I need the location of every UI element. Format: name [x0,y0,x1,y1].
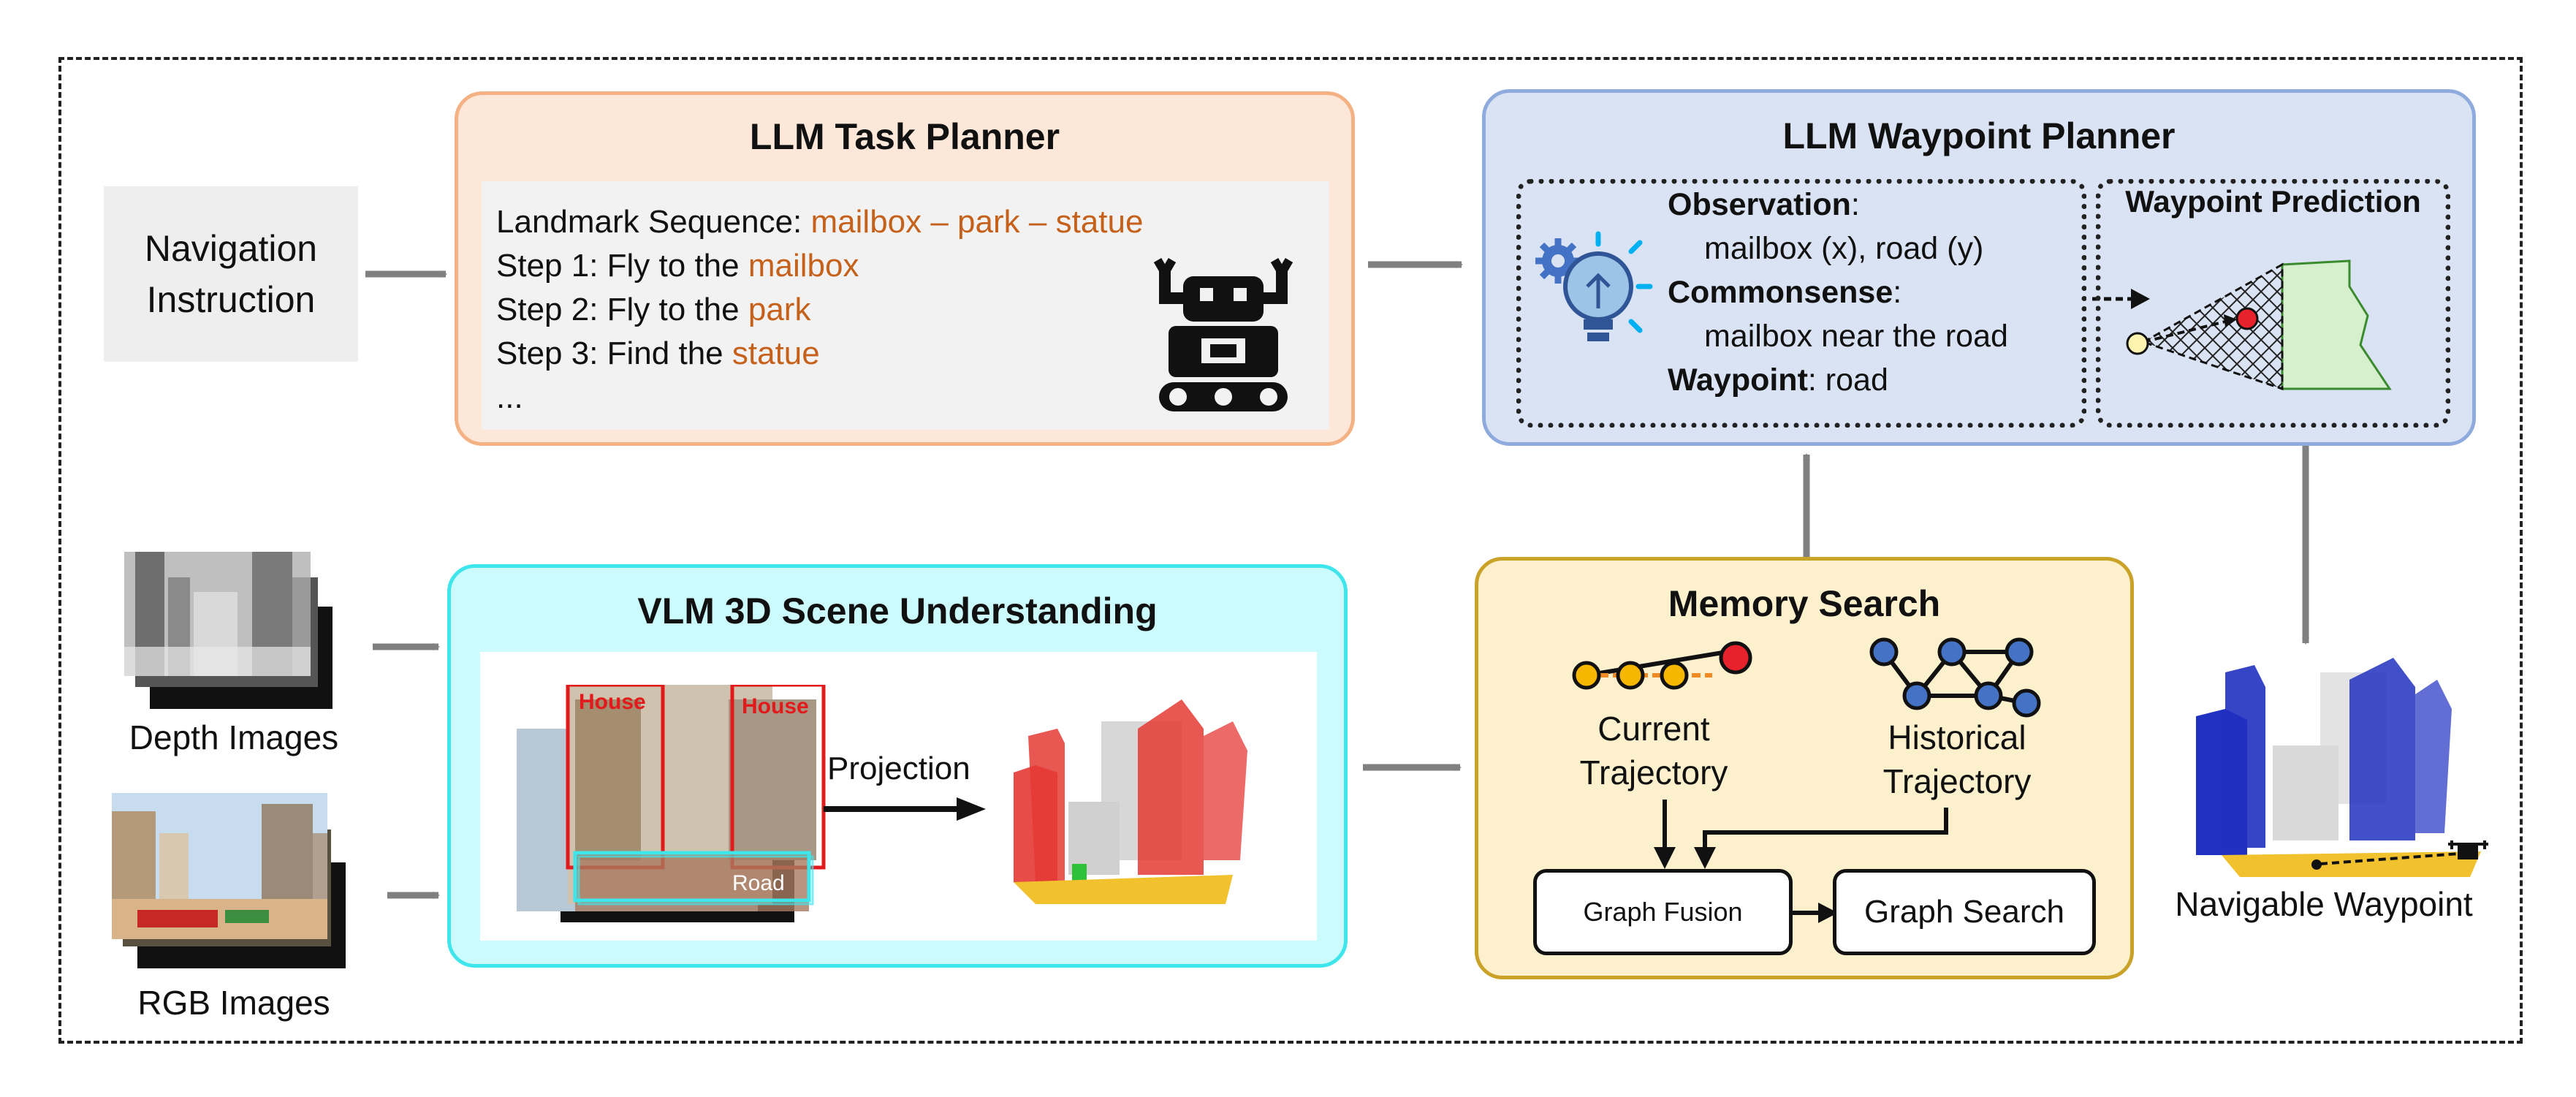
step-2-prefix: Step 2: Fly to the [496,292,748,327]
commonsense-value: mailbox near the road [1704,319,2008,354]
semantic-point-cloud [1014,699,1247,904]
observation-value: mailbox (x), road (y) [1704,231,1984,266]
steps-ellipsis: ... [496,379,523,415]
landmark-sequence-line: Landmark Sequence: mailbox – park – stat… [496,200,1143,244]
commonsense-label-colon: : [1893,275,1902,310]
projection-label: Projection [827,751,970,786]
overall-dashed-frame [58,57,2523,1044]
depth-images-stack [124,552,333,709]
waypoint-prediction-title: Waypoint Prediction [2125,184,2421,219]
historical-trajectory-graph-icon [1869,637,2041,718]
commonsense-label: Commonsense [1668,275,1893,310]
step-1-target: mailbox [748,248,859,284]
scene-understanding-box: VLM 3D Scene Understanding House House R… [447,564,1348,968]
commonsense-label-line: Commonsense: [1668,270,1901,314]
graph-fusion-box: Graph Fusion [1533,869,1793,955]
waypoint-planner-box: LLM Waypoint Planner Obs [1482,89,2476,446]
landmark-sequence-prefix: Landmark Sequence: [496,204,811,240]
navigation-instruction-line2: Instruction [146,279,316,320]
waypoint-prediction-panel: Waypoint Prediction [2096,179,2450,428]
current-trajectory-line2: Trajectory [1579,754,1728,792]
navigable-waypoint-point-cloud [2196,658,2488,877]
task-planner-box: LLM Task Planner Landmark Sequence: mail… [455,91,1355,446]
depth-images-label: Depth Images [129,718,339,756]
memory-search-arrows [1654,800,1948,923]
road-label: Road [732,871,785,895]
lightbulb-gear-icon [1535,231,1653,341]
waypoint-prediction-graphic [2126,259,2392,391]
task-planner-title: LLM Task Planner [749,116,1060,157]
observation-label-colon: : [1850,187,1860,222]
predicted-waypoint-dot [2235,307,2259,330]
segmented-image-stack [517,685,826,922]
step-1-line: Step 1: Fly to the mailbox [496,244,859,288]
rgb-images-label: RGB Images [137,984,330,1022]
step-3-line: Step 3: Find the statue [496,332,820,376]
navigable-waypoint-label: Navigable Waypoint [2175,885,2473,923]
scene-understanding-content: House House Road Projection [480,652,1317,941]
step-3-target: statue [732,335,820,371]
waypoint-colon: : [1807,362,1817,398]
landmark-sequence-value: mailbox – park – statue [810,204,1144,240]
scene-understanding-title: VLM 3D Scene Understanding [637,591,1158,631]
current-trajectory-line1: Current [1597,710,1710,748]
robot-icon [1153,257,1293,411]
reasoning-panel: Observation: mailbox (x), road (y) Commo… [1516,179,2086,428]
navigation-instruction-box: Navigation Instruction [104,186,358,362]
rgb-images-stack [112,793,346,968]
current-trajectory-label: Current Trajectory [1559,707,1749,794]
navigable-region-shape [2281,259,2392,390]
drone-icon [2448,840,2488,859]
projection-arrow [824,797,986,821]
waypoint-value: road [1825,362,1888,398]
current-trajectory-graph-icon [1572,641,1752,690]
agent-position-dot [2126,332,2149,355]
memory-search-box: Memory Search Current Trajectory [1475,557,2134,979]
step-1-prefix: Step 1: Fly to the [496,248,748,284]
navigation-instruction-line1: Navigation [144,228,318,269]
house-label-1: House [579,690,646,714]
road-bbox [573,851,811,903]
step-2-target: park [748,292,811,327]
step-2-line: Step 2: Fly to the park [496,288,810,332]
task-planner-content: Landmark Sequence: mailbox – park – stat… [482,181,1329,430]
waypoint-line: Waypoint: road [1668,358,1888,402]
waypoint-planner-title: LLM Waypoint Planner [1782,115,2176,156]
view-frustum-mesh [2140,262,2284,391]
observation-label: Observation [1668,187,1851,222]
historical-trajectory-label: Historical Trajectory [1855,715,2059,803]
memory-search-title: Memory Search [1668,583,1941,624]
historical-trajectory-line1: Historical [1888,718,2026,756]
waypoint-label: Waypoint [1668,362,1808,398]
graph-search-box: Graph Search [1833,869,2096,955]
observation-label-line: Observation: [1668,183,1860,227]
house-label-2: House [742,694,809,718]
step-3-prefix: Step 3: Find the [496,335,732,371]
historical-trajectory-line2: Trajectory [1882,762,2032,800]
